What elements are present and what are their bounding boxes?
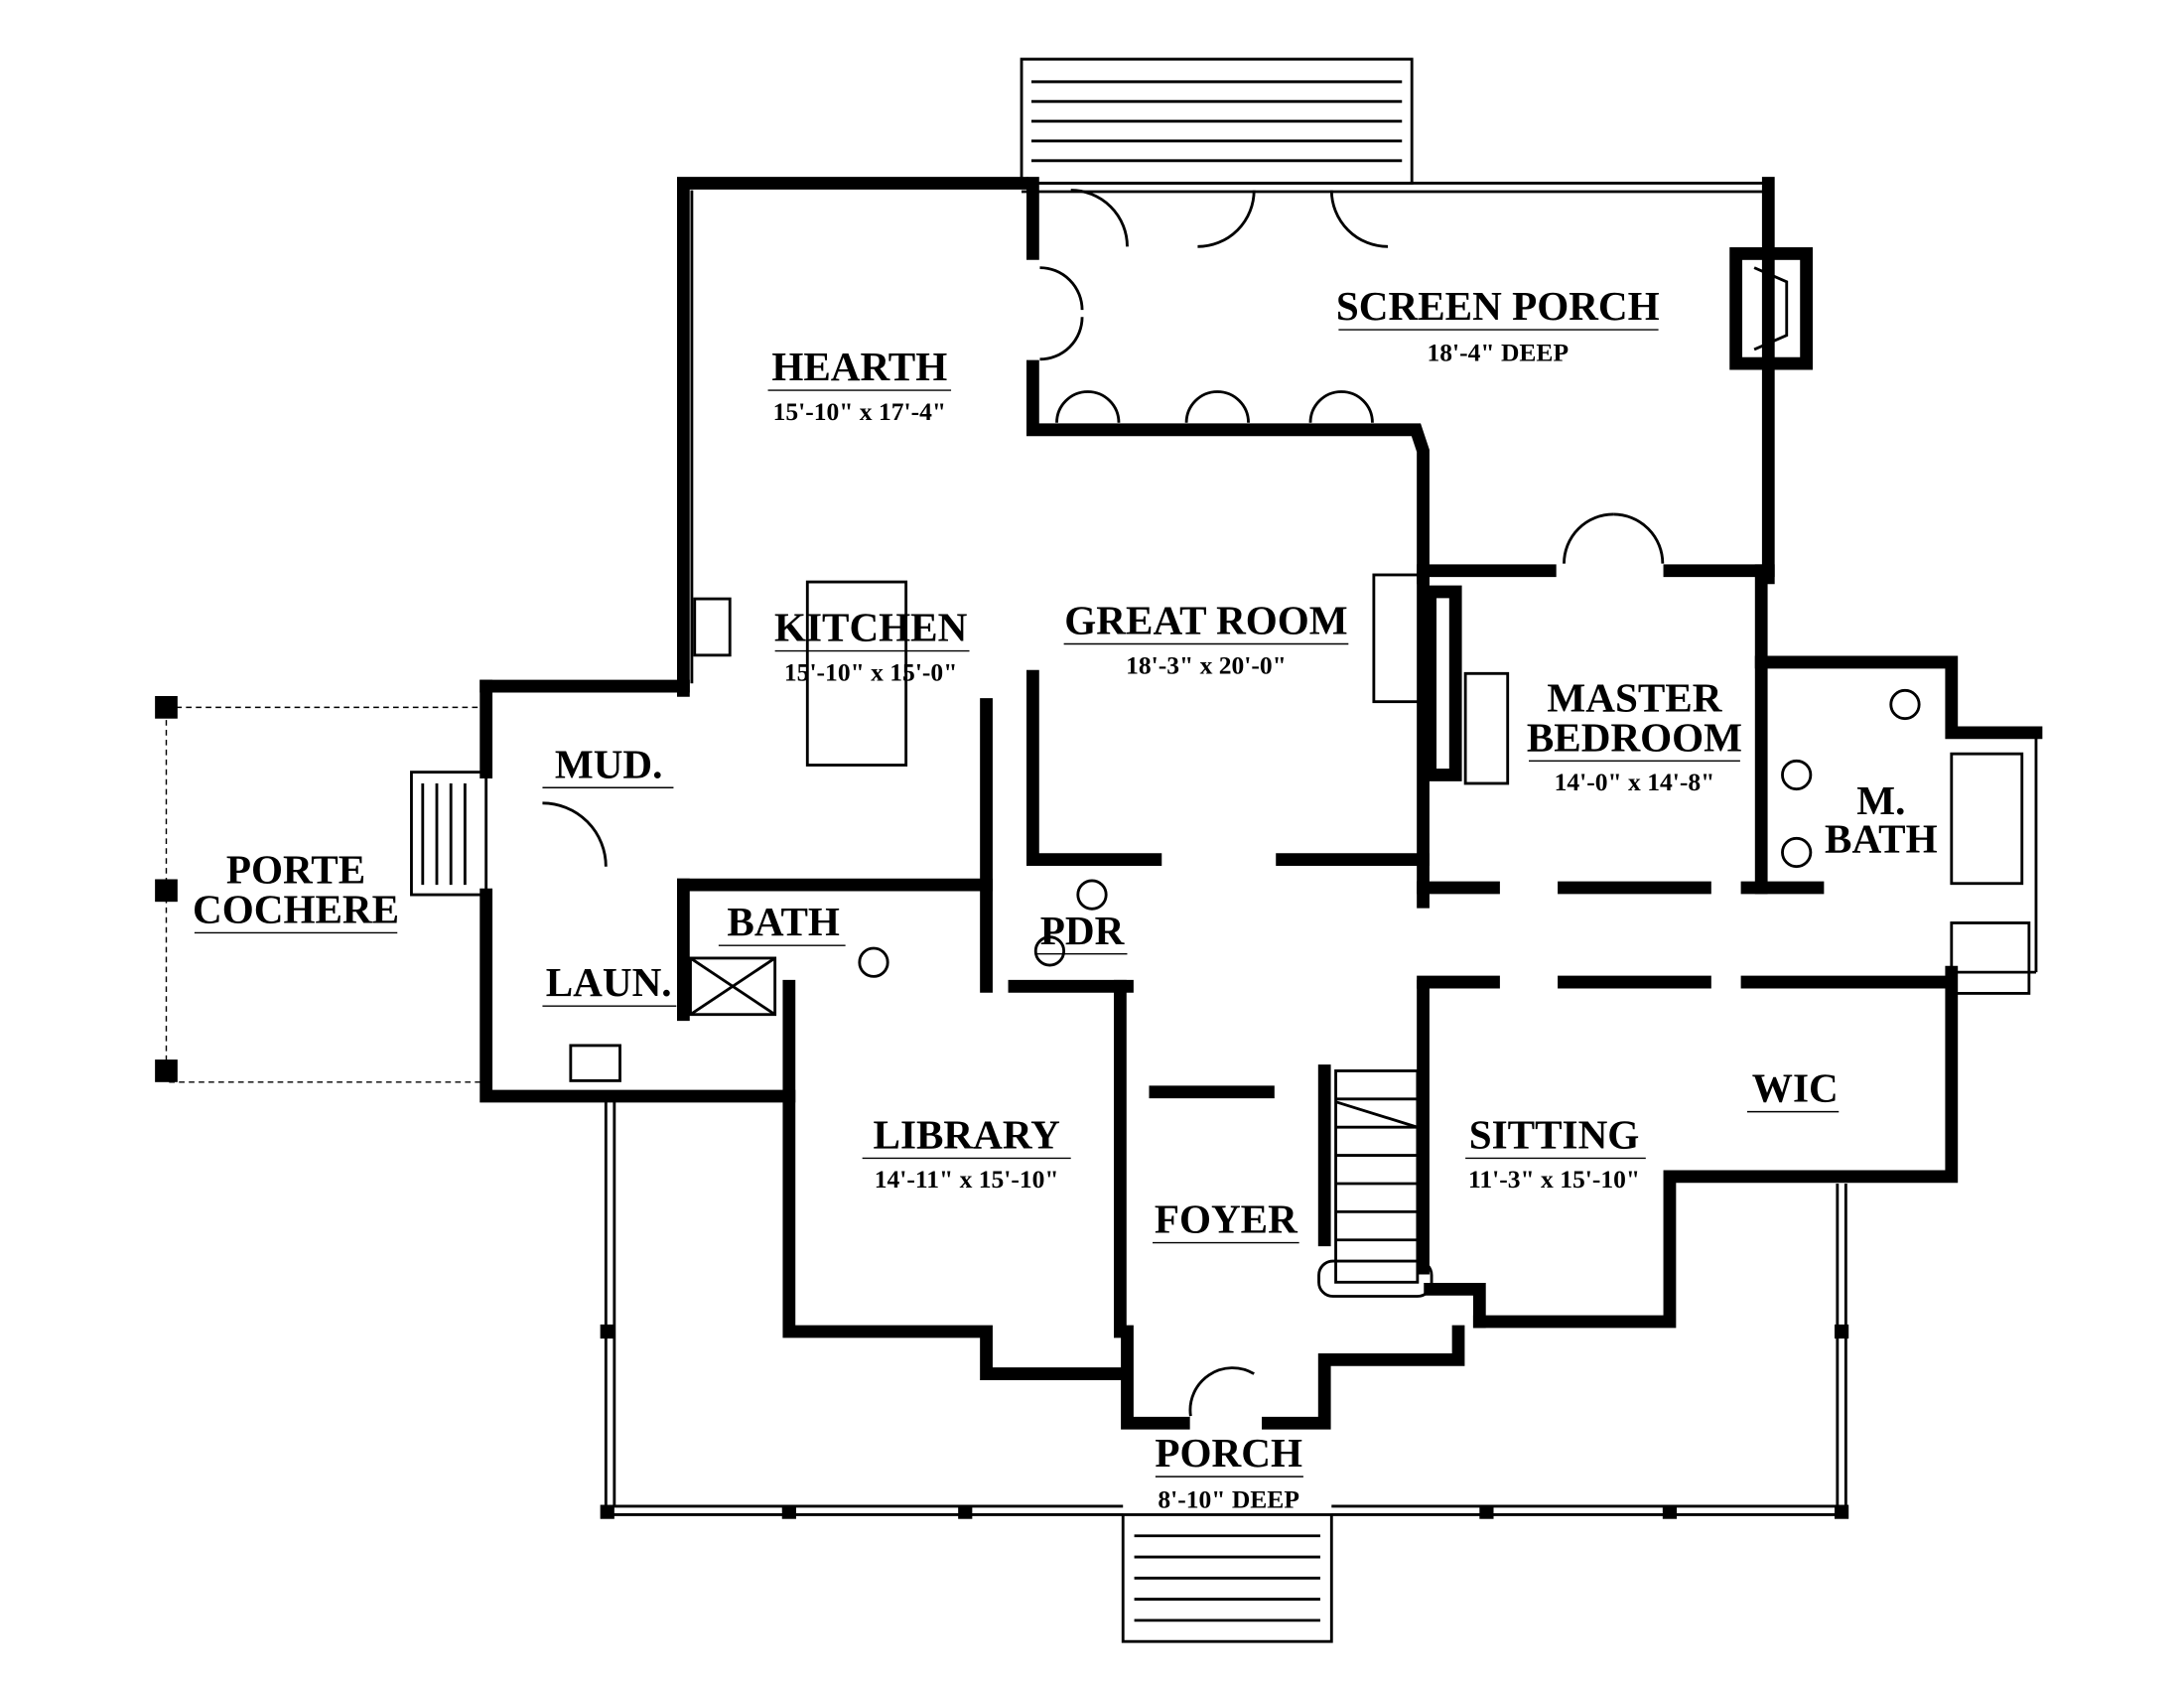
room-porch: PORCH 8'-10" DEEP	[1155, 1430, 1303, 1513]
room-dims: 18'-4" DEEP	[1427, 338, 1569, 366]
front-steps	[1121, 1513, 1333, 1643]
room-name: FOYER	[1155, 1196, 1298, 1242]
fireplace-icon	[1729, 247, 1813, 370]
room-name-line2: BEDROOM	[1527, 714, 1742, 760]
room-name: WIC	[1752, 1065, 1839, 1111]
room-dims: 8'-10" DEEP	[1158, 1484, 1299, 1513]
room-name: LAUN.	[546, 959, 672, 1005]
room-foyer: FOYER	[1153, 1196, 1299, 1244]
room-wic: WIC	[1747, 1065, 1840, 1113]
room-name: MUD.	[555, 741, 663, 786]
room-porte-cochere: PORTE COCHERE	[193, 847, 399, 934]
room-name-line1: MASTER	[1547, 675, 1722, 721]
room-kitchen: KITCHEN 15'-10" x 15'-0"	[774, 605, 970, 686]
walls	[479, 177, 2043, 1430]
great-room-fireplace-icon	[1372, 573, 1510, 785]
kitchen-island	[805, 580, 908, 767]
room-master-bedroom: MASTER BEDROOM 14'-0" x 14'-8"	[1527, 675, 1742, 796]
room-screen-porch: SCREEN PORCH 18'-4" DEEP	[1336, 283, 1660, 366]
room-name: PORCH	[1155, 1430, 1302, 1476]
room-name-line2: COCHERE	[193, 886, 399, 931]
room-dims: 14'-0" x 14'-8"	[1555, 768, 1715, 796]
room-name: LIBRARY	[874, 1112, 1060, 1158]
room-name: PDR	[1040, 908, 1126, 953]
room-name: GREAT ROOM	[1064, 598, 1347, 643]
room-laun: LAUN.	[542, 959, 677, 1007]
side-steps	[410, 771, 488, 897]
door-swings	[542, 189, 1665, 1417]
room-dims: 15'-10" x 17'-4"	[773, 397, 946, 426]
room-hearth: HEARTH 15'-10" x 17'-4"	[767, 344, 952, 426]
room-name: HEARTH	[771, 344, 947, 389]
front-porch-outline	[600, 1098, 1849, 1519]
fixtures	[569, 688, 2031, 1082]
rear-steps	[1020, 58, 1414, 185]
room-dims: 14'-11" x 15'-10"	[875, 1165, 1059, 1194]
room-name: SCREEN PORCH	[1336, 283, 1660, 329]
room-name-line1: PORTE	[226, 847, 365, 893]
room-sitting: SITTING 11'-3" x 15'-10"	[1465, 1112, 1646, 1194]
room-name-line1: M.	[1856, 777, 1905, 823]
room-pdr: PDR	[1035, 908, 1128, 955]
room-great-room: GREAT ROOM 18'-3" x 20'-0"	[1063, 598, 1349, 679]
room-dims: 15'-10" x 15'-0"	[784, 657, 957, 686]
room-name-line2: BATH	[1825, 816, 1938, 862]
room-name: BATH	[727, 899, 840, 944]
room-m-bath: M. BATH	[1825, 777, 1938, 861]
room-dims: 18'-3" x 20'-0"	[1126, 650, 1287, 679]
room-bath: BATH	[718, 899, 846, 946]
room-mud: MUD.	[542, 741, 674, 788]
room-name: SITTING	[1469, 1112, 1640, 1158]
stairs-icon	[1317, 1069, 1433, 1298]
room-library: LIBRARY 14'-11" x 15'-10"	[862, 1112, 1071, 1194]
kitchen-sink-icon	[693, 597, 732, 657]
room-dims: 11'-3" x 15'-10"	[1468, 1165, 1640, 1194]
room-name: KITCHEN	[774, 605, 968, 650]
